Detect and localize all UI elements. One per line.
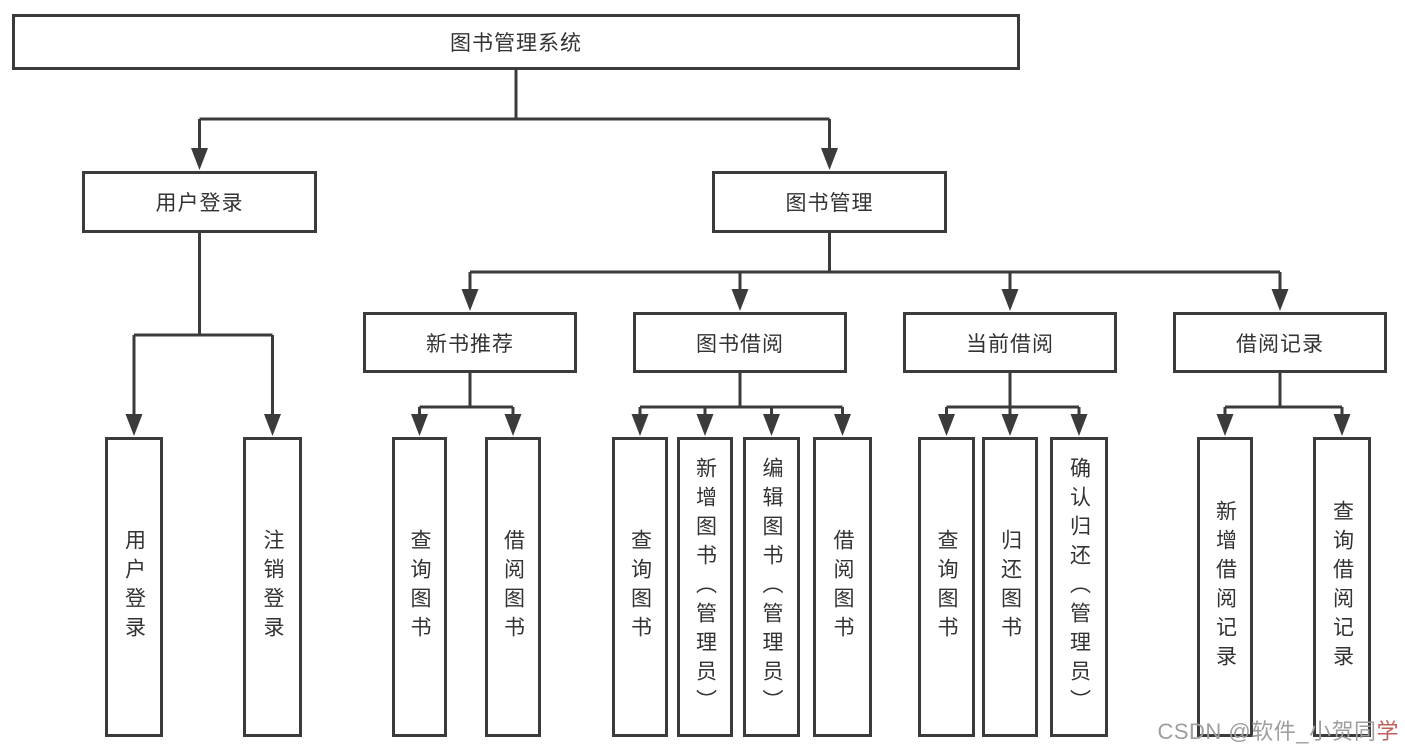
node-label: 用户登录 (155, 192, 244, 215)
arrowhead (834, 414, 851, 436)
arrowhead (731, 289, 749, 311)
node-label: 查询借阅记录 (1330, 500, 1354, 674)
edge-bookborrow-to-leaves (638, 373, 844, 416)
leaf-query-books: 查询图书 (392, 437, 447, 737)
node-new-book-recommend: 新书推荐 (363, 312, 577, 373)
arrowhead (504, 414, 522, 436)
node-label: 查询图书 (628, 529, 652, 645)
node-current-borrow: 当前借阅 (903, 312, 1117, 373)
arrowhead (1001, 289, 1019, 311)
arrowhead (461, 289, 479, 311)
arrowhead (1070, 414, 1088, 436)
node-borrow-record: 借阅记录 (1173, 312, 1387, 373)
leaf-user-login: 用户登录 (105, 437, 163, 737)
arrowhead (411, 414, 428, 436)
edge-borrowrecord-to-leaves (1223, 373, 1344, 416)
edge-root-to-level2 (198, 70, 831, 150)
node-label: 确认归还（管理员） (1067, 456, 1091, 718)
node-label: 查询图书 (935, 529, 958, 645)
arrowhead (1333, 414, 1351, 436)
node-label: 图书借阅 (696, 332, 784, 356)
leaf-borrow-books: 借阅图书 (813, 437, 872, 737)
leaf-add-books-admin: 新增图书（管理员） (677, 437, 733, 737)
arrowhead (1216, 414, 1234, 436)
leaf-query-books: 查询图书 (612, 437, 668, 737)
arrowhead (696, 414, 714, 436)
node-label: 新增借阅记录 (1213, 500, 1237, 674)
arrowhead (191, 148, 208, 170)
leaf-logout: 注销登录 (243, 437, 302, 737)
watermark-accent: 学 (1376, 719, 1399, 744)
node-label: 当前借阅 (966, 332, 1054, 356)
node-label: 查询图书 (408, 529, 431, 645)
node-user-login-group: 用户登录 (82, 171, 317, 233)
arrowhead (1271, 289, 1289, 311)
node-label: 借阅记录 (1236, 332, 1324, 356)
node-label: 编辑图书（管理员） (760, 456, 783, 718)
watermark: CSDN @软件_小贺同学 (1157, 714, 1399, 746)
arrowhead (821, 148, 838, 170)
leaf-query-books: 查询图书 (918, 437, 975, 737)
leaf-return-books: 归还图书 (982, 437, 1038, 737)
node-label: 注销登录 (261, 529, 284, 645)
node-label: 新书推荐 (426, 332, 514, 356)
node-label: 图书管理 (785, 192, 874, 215)
leaf-add-borrow-record: 新增借阅记录 (1197, 437, 1253, 737)
arrowhead (264, 414, 281, 436)
watermark-text: CSDN @软件_小贺同 (1157, 719, 1377, 744)
node-label: 归还图书 (998, 529, 1022, 645)
node-label: 借阅图书 (501, 529, 525, 645)
edge-bookmgmt-to-level3 (468, 233, 1282, 291)
arrowhead (125, 414, 143, 436)
edge-newbook-to-leaves (418, 373, 515, 416)
node-book-management: 图书管理 (712, 171, 947, 233)
node-label: 用户登录 (122, 529, 146, 645)
arrowhead (763, 414, 780, 436)
leaf-query-borrow-record: 查询借阅记录 (1313, 437, 1371, 737)
node-label: 借阅图书 (831, 529, 854, 645)
leaf-confirm-return-admin: 确认归还（管理员） (1050, 437, 1108, 737)
leaf-borrow-books: 借阅图书 (485, 437, 541, 737)
edge-userlogin-to-leaves (132, 233, 274, 416)
node-book-borrow: 图书借阅 (633, 312, 847, 373)
edge-currentborrow-to-leaves (945, 373, 1081, 416)
node-label: 新增图书（管理员） (693, 456, 717, 718)
node-root: 图书管理系统 (12, 14, 1020, 70)
arrowhead (1001, 414, 1019, 436)
arrowhead (938, 414, 955, 436)
arrowhead (631, 414, 649, 436)
leaf-edit-books-admin: 编辑图书（管理员） (743, 437, 800, 737)
node-label: 图书管理系统 (450, 32, 582, 55)
